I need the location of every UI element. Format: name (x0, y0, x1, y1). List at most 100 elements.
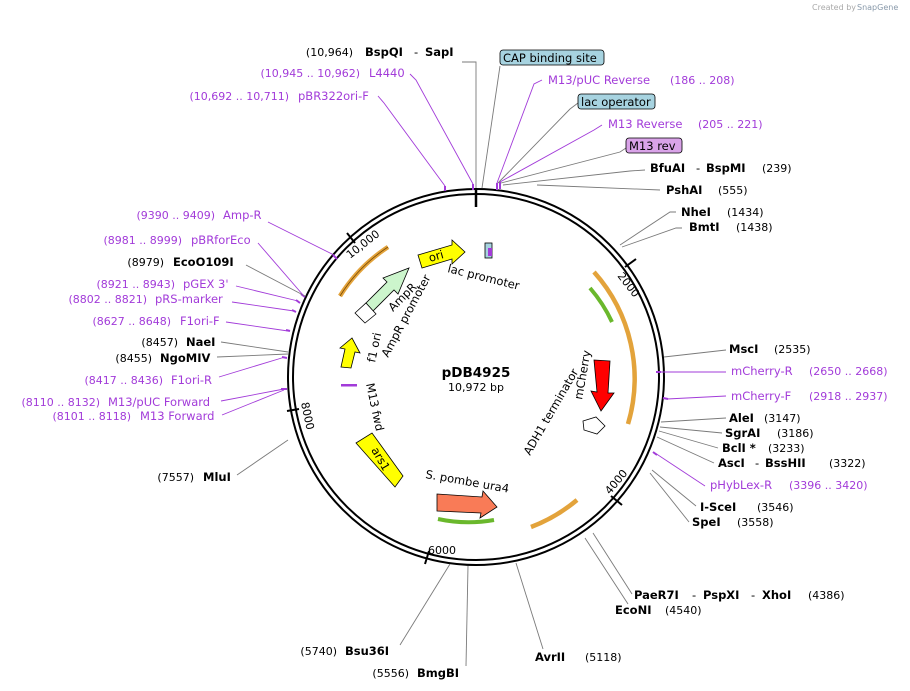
enzyme-ecoo109i-pos: (8979) (127, 256, 164, 269)
enzyme-msci-pos: (2535) (774, 343, 811, 356)
enzyme-econi[interactable]: EcoNI (615, 603, 651, 617)
primer-mcherry-r[interactable]: mCherry-R (731, 364, 793, 378)
enzyme-mlui[interactable]: MluI (203, 470, 231, 484)
primer-m13-reverse[interactable]: M13 Reverse (608, 117, 682, 131)
f1-ori-label: f1 ori (364, 331, 384, 363)
primer-amp-r[interactable]: Amp-R (223, 208, 262, 222)
ori-feature[interactable] (417, 239, 466, 269)
ura4-label: S. pombe ura4 (424, 467, 510, 495)
enzyme-alei-pos: (3147) (764, 412, 801, 425)
primer-m13-puc-reverse[interactable]: M13/pUC Reverse (548, 73, 650, 87)
orf-arcs (338, 245, 637, 530)
adh1-terminator-feature[interactable] (582, 416, 606, 435)
primer-mcherry-r-range: (2650 .. 2668) (809, 365, 888, 378)
m13-rev-box[interactable] (625, 137, 683, 154)
ruler-ticks (286, 232, 637, 565)
primer-prs-marker[interactable]: pRS-marker (155, 292, 223, 306)
ura4-feature[interactable] (436, 490, 498, 519)
mcherry-feature[interactable] (590, 359, 615, 412)
enzyme-bsu36i-pos: (5740) (300, 645, 337, 658)
enzyme-bmti-pos: (1438) (736, 221, 773, 234)
credit-created-by: Created by (812, 3, 856, 12)
primer-pbrforeco[interactable]: pBRforEco (191, 233, 251, 247)
ars1-feature[interactable] (355, 432, 404, 488)
primer-pgex3[interactable]: pGEX 3' (183, 277, 229, 291)
enzyme-nhei-pos: (1434) (727, 206, 764, 219)
primer-l4440[interactable]: L4440 (369, 66, 405, 80)
enzyme-naei[interactable]: NaeI (186, 335, 215, 349)
enzyme-pspxi-sep: - (751, 588, 755, 602)
enzyme-asci-sep: - (755, 456, 759, 470)
primer-m13-puc-reverse-range: (186 .. 208) (670, 74, 735, 87)
plasmid-size: 10,972 bp (448, 381, 504, 394)
cap-binding-site: CAP binding site (503, 51, 597, 65)
enzyme-paer7i-sep: - (692, 588, 696, 602)
enzyme-spei-pos: (3558) (737, 516, 774, 529)
primer-f1ori-f[interactable]: F1ori-F (180, 314, 220, 328)
ampr-promoter-feature[interactable] (354, 302, 377, 324)
enzyme-asci[interactable]: AscI (718, 456, 745, 470)
primer-prs-marker-range: (8802 .. 8821) (68, 293, 147, 306)
enzyme-msci[interactable]: MscI (729, 342, 758, 356)
lac-operator-box[interactable] (577, 93, 656, 110)
f1-ori-feature[interactable] (339, 337, 361, 369)
plasmid-name: pDB4925 (442, 365, 511, 381)
enzyme-ngomiv-pos: (8455) (115, 352, 152, 365)
primer-m13-puc-forward[interactable]: M13/pUC Forward (108, 395, 210, 409)
primer-pgex3-range: (8921 .. 8943) (96, 278, 175, 291)
enzyme-bspqi-sep: - (414, 45, 418, 59)
m13-rev: M13 rev (629, 139, 676, 153)
enzyme-bmti[interactable]: BmtI (689, 220, 720, 234)
primer-m13-forward[interactable]: M13 Forward (140, 409, 214, 423)
credit-app: SnapGene (857, 3, 898, 12)
enzyme-xhoi[interactable]: XhoI (762, 588, 791, 602)
primer-f1ori-f-range: (8627 .. 8648) (92, 315, 171, 328)
enzyme-ngomiv[interactable]: NgoMIV (160, 351, 210, 365)
primer-f1ori-r[interactable]: F1ori-R (171, 373, 212, 387)
primer-l4440-range: (10,945 .. 10,962) (260, 67, 360, 80)
enzyme-bsu36i[interactable]: Bsu36I (345, 644, 389, 658)
enzyme-pshai[interactable]: PshAI (666, 183, 702, 197)
primer-pbr322ori-f[interactable]: pBR322ori-F (298, 89, 369, 103)
enzyme-avrii-pos: (5118) (585, 651, 622, 664)
primer-phyblex-r[interactable]: pHybLex-R (710, 478, 772, 492)
enzyme-avrii[interactable]: AvrII (535, 650, 565, 664)
green-orf-arcs (437, 286, 614, 525)
lac-operator: lac operator (581, 95, 651, 109)
enzyme-bspqi[interactable]: BspQI (365, 45, 403, 59)
enzyme-naei-pos: (8457) (141, 336, 178, 349)
enzyme-sgrai-pos: (3186) (777, 427, 814, 440)
enzyme-i-scei[interactable]: I-SceI (700, 500, 736, 514)
enzyme-paer7i[interactable]: PaeR7I (634, 588, 679, 602)
lac-promoter-label: lac promoter (446, 261, 521, 292)
enzyme-sapi[interactable]: SapI (425, 45, 454, 59)
enzyme-paer7i-pos: (4386) (808, 589, 845, 602)
primer-pbrforeco-range: (8981 .. 8999) (103, 234, 182, 247)
enzyme-sgrai[interactable]: SgrAI (725, 426, 760, 440)
enzyme-spei[interactable]: SpeI (692, 515, 721, 529)
enzyme-bmgbi[interactable]: BmgBI (417, 666, 459, 680)
enzyme-bfuai-pos: (239) (762, 162, 792, 175)
m13-fwd-label: M13 fwd (363, 382, 387, 433)
enzyme-bspmi[interactable]: BspMI (706, 161, 746, 175)
enzyme-econi-pos: (4540) (665, 604, 702, 617)
m13-rev-mark (488, 248, 492, 256)
enzyme-pspxi[interactable]: PspXI (703, 588, 739, 602)
enzyme-bcli-pos: (3233) (768, 442, 805, 455)
primer-pbr322ori-f-range: (10,692 .. 10,711) (189, 90, 289, 103)
enzyme-bcli[interactable]: BclI * (722, 441, 756, 455)
enzyme-bfuai[interactable]: BfuAI (650, 161, 685, 175)
enzyme-bmgbi-pos: (5556) (372, 667, 409, 680)
enzyme-alei[interactable]: AleI (729, 411, 754, 425)
enzyme-ecoo109i[interactable]: EcoO109I (173, 255, 234, 269)
enzyme-pshai-pos: (555) (718, 184, 748, 197)
primer-m13-reverse-range: (205 .. 221) (698, 118, 763, 131)
enzyme-nhei[interactable]: NheI (681, 205, 711, 219)
ruler-8000: 8000 (298, 401, 317, 431)
enzyme-bsshii[interactable]: BssHII (765, 456, 806, 470)
cap-binding-site-box[interactable] (499, 49, 605, 66)
primer-m13-puc-forward-range: (8110 .. 8132) (21, 396, 100, 409)
primer-mcherry-f[interactable]: mCherry-F (731, 389, 791, 403)
ori-label: ori (427, 247, 445, 265)
ruler-2000: 2000 (615, 270, 642, 300)
